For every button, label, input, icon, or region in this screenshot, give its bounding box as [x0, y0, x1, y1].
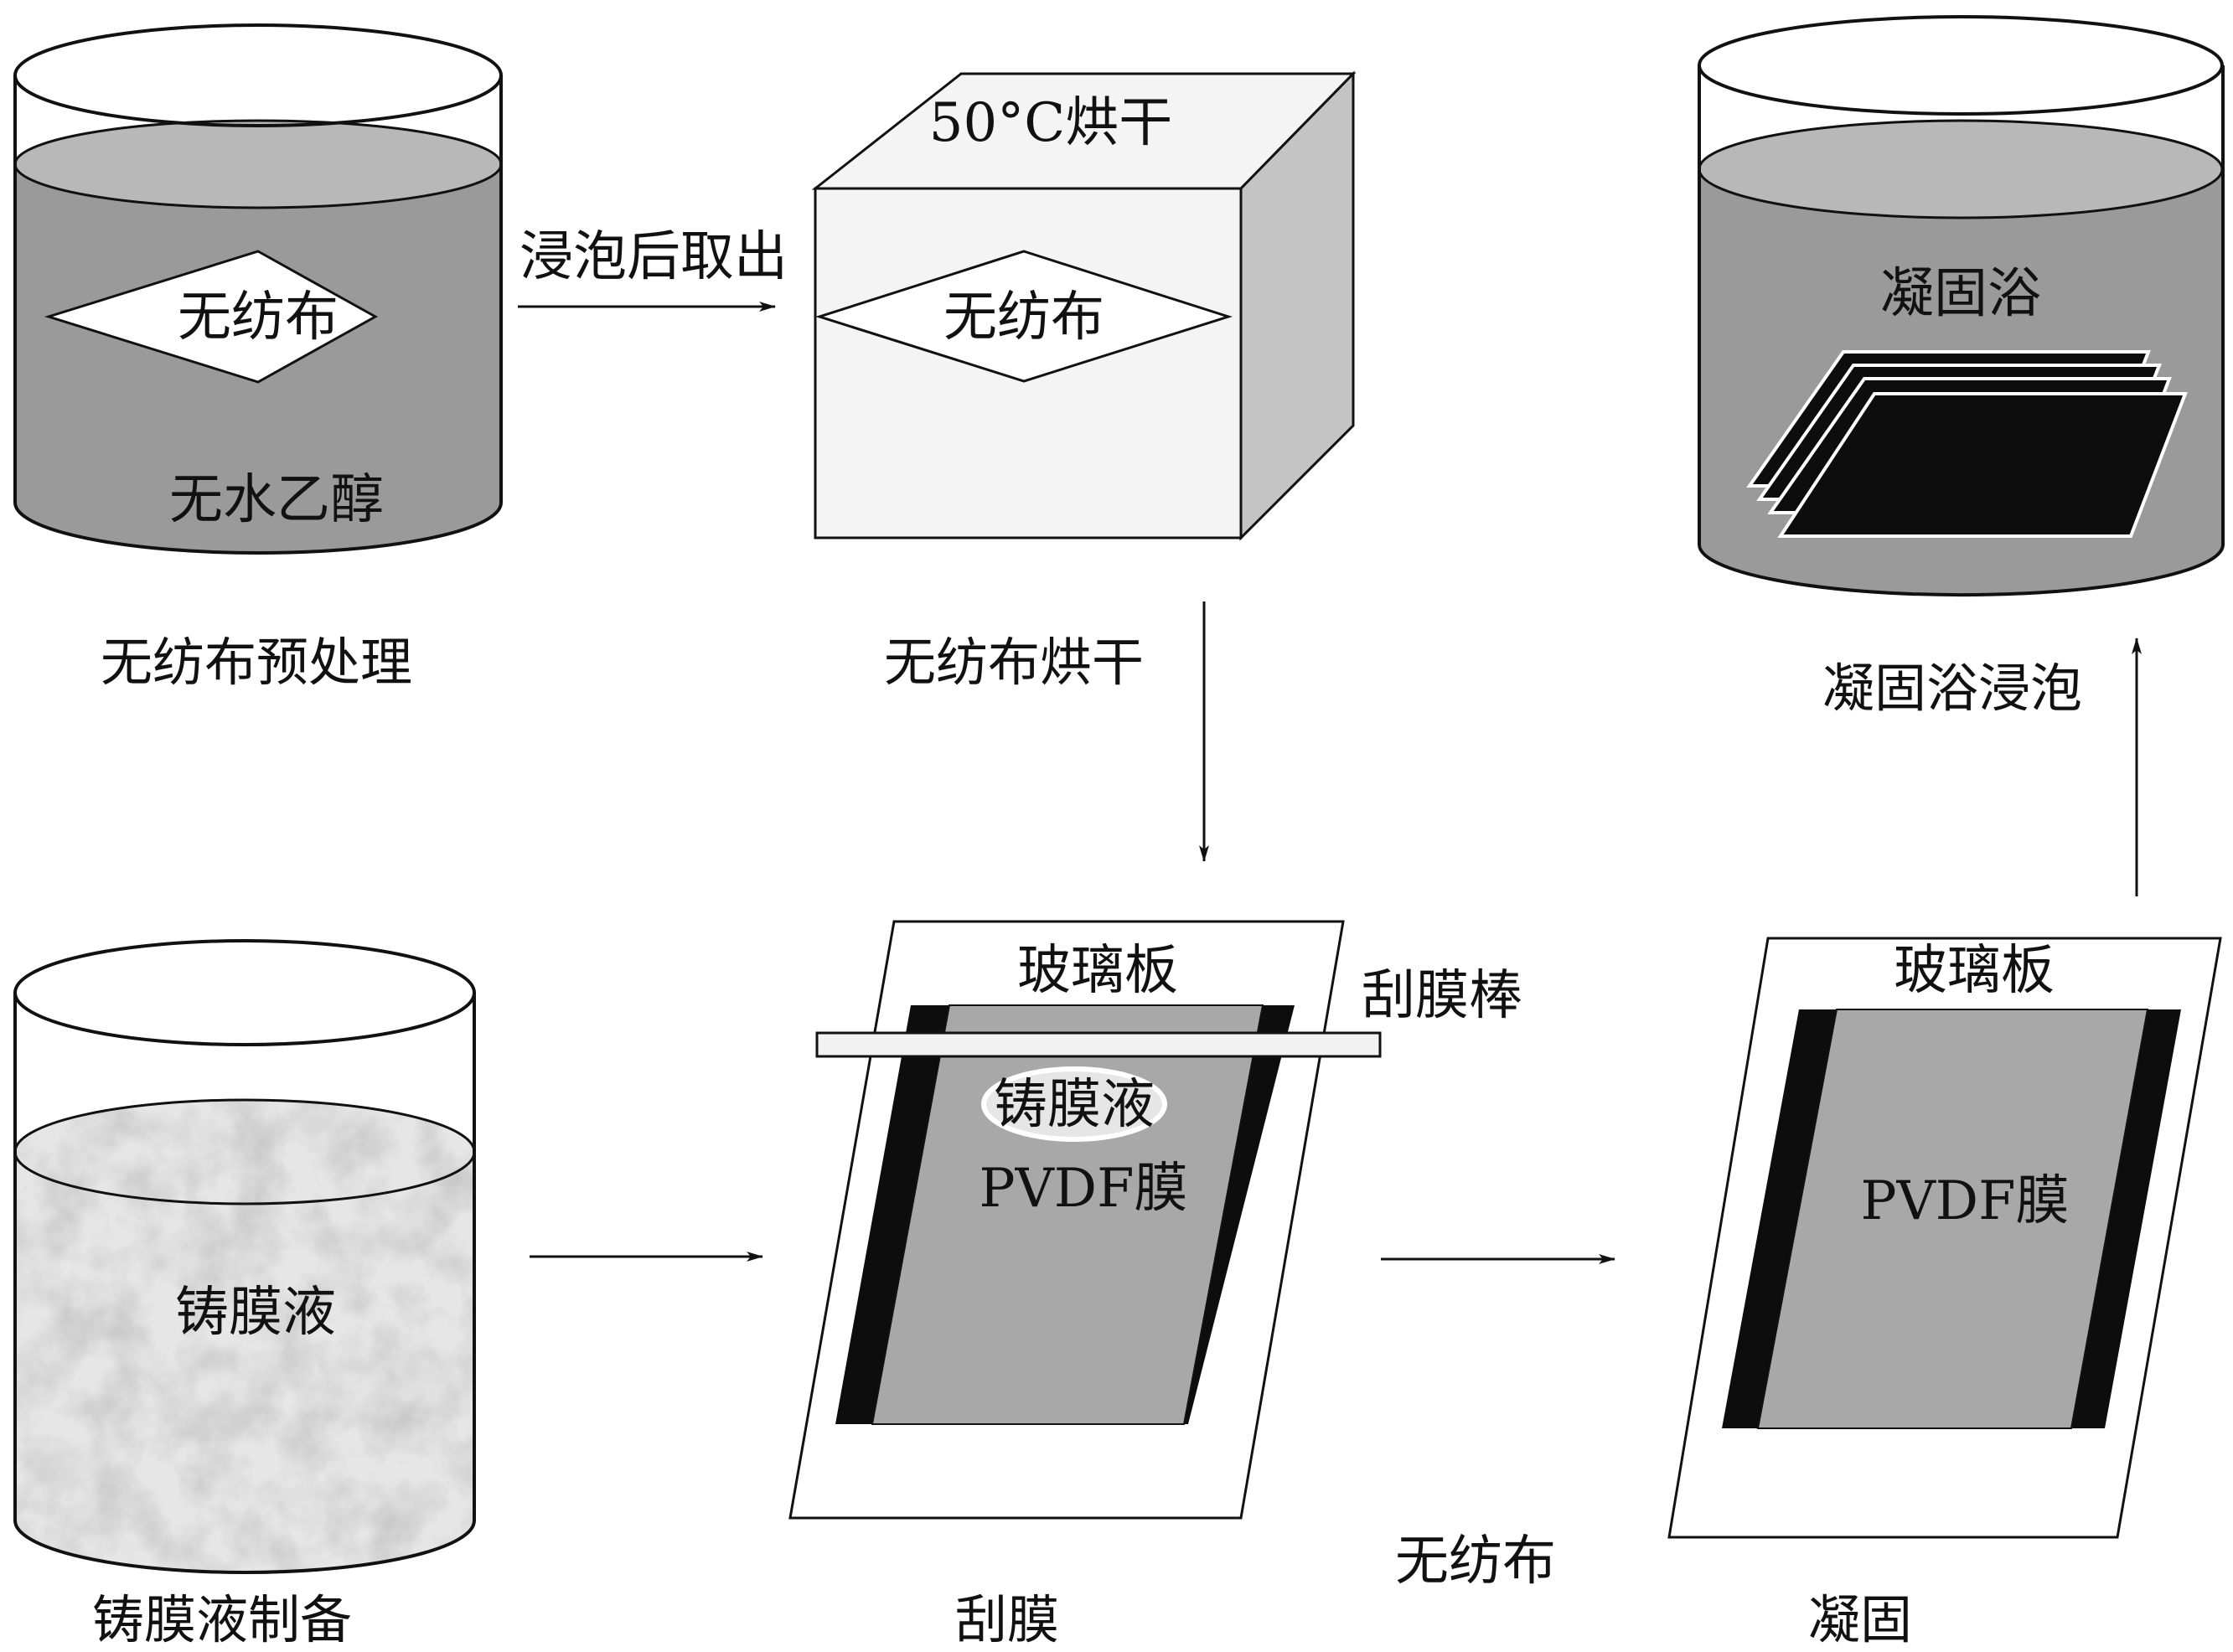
soak-caption: 凝固浴浸泡 [1822, 658, 2082, 719]
pretreat-caption: 无纺布预处理 [101, 632, 412, 693]
pretreat-beaker-rim [13, 23, 503, 127]
cast-solution-beaker: 铸膜液 [13, 939, 476, 1574]
scrape-caption: 刮膜 [955, 1589, 1059, 1650]
bath-membrane-sheet [1777, 392, 2188, 538]
cast-solution-texture [15, 1100, 474, 1572]
pretreat-liquid-surface [13, 119, 503, 209]
pretreat-fabric [44, 250, 379, 384]
bath-beaker-wall [1698, 65, 2225, 597]
pretreat-beaker: 无纺布 无水乙醇 [13, 23, 503, 555]
scraper-rod [815, 1031, 1382, 1058]
coagulate-pvdf-film [1756, 1009, 2149, 1429]
cast-solution-wall [13, 993, 476, 1574]
cast-solution-surface [13, 1098, 476, 1205]
arrow-label-soak-remove: 浸泡后取出 [519, 226, 788, 288]
cast-solution-label: 铸膜液 [175, 1282, 336, 1344]
cast-solution-caption: 铸膜液制备 [92, 1589, 352, 1650]
dry-caption: 无纺布烘干 [884, 632, 1144, 693]
bath-label: 凝固浴 [1880, 263, 2041, 325]
coagulate-glass-label: 玻璃板 [1894, 940, 2055, 1002]
cast-solution-rim [13, 939, 476, 1046]
oven-fabric-label: 无纺布 [943, 287, 1104, 348]
drying-oven: 无纺布 50°C烘干 [811, 70, 1357, 541]
oven-fabric [815, 250, 1233, 383]
bath-membrane-stack [1746, 350, 2188, 538]
coagulate-film-label: PVDF膜 [1861, 1170, 2070, 1232]
coagulate-assembly: 玻璃板 PVDF膜 [1667, 937, 2222, 1539]
pretreat-beaker-wall [13, 75, 503, 555]
coagulate-caption: 凝固 [1808, 1589, 1912, 1650]
pretreat-fabric-label: 无纺布 [178, 287, 339, 348]
scrape-film-label: PVDF膜 [980, 1158, 1188, 1220]
bath-liquid-surface [1698, 119, 2224, 219]
scrape-solution-label: 铸膜液 [994, 1074, 1155, 1136]
oven-temperature-label: 50°C烘干 [929, 92, 1172, 154]
scrape-glass-label: 玻璃板 [1017, 940, 1178, 1002]
nonwoven-arrow-label: 无纺布 [1395, 1531, 1556, 1593]
scraper-rod-label: 刮膜棒 [1362, 965, 1522, 1027]
coagulation-bath: 凝固浴 [1698, 15, 2225, 597]
scrape-solution-blob [981, 1066, 1167, 1142]
scrape-assembly: 玻璃板 刮膜棒 铸膜液 PVDF膜 [788, 920, 1522, 1520]
bath-beaker-rim [1698, 15, 2224, 116]
pretreat-liquid-label: 无水乙醇 [169, 469, 384, 531]
